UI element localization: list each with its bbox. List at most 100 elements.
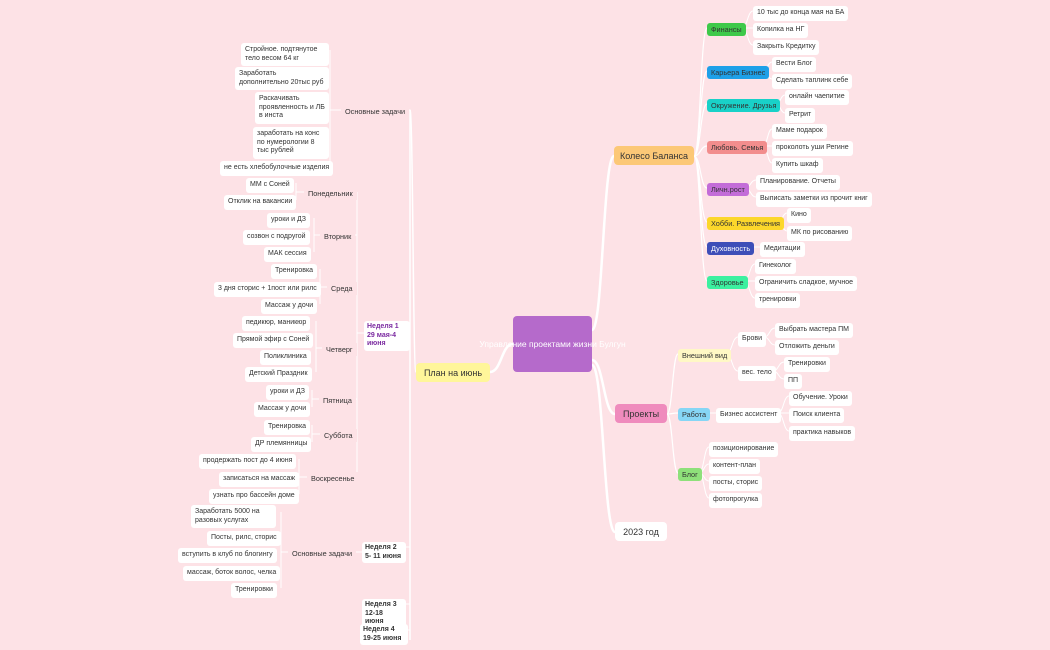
plan-day-chetverg[interactable]: Четверг	[322, 343, 357, 356]
list-item[interactable]: созвон с подругой	[243, 230, 310, 245]
node-label: Отложить деньги	[779, 343, 835, 350]
plan-day-subbota[interactable]: Суббота	[320, 429, 357, 442]
branch-proekty[interactable]: Проекты	[615, 404, 667, 423]
list-item[interactable]: Массаж у дочи	[254, 402, 311, 417]
list-item[interactable]: Выписать заметки из прочит книг	[756, 192, 872, 207]
list-item[interactable]: Поликлиника	[260, 350, 311, 365]
projects-vneshniy-vid[interactable]: Внешний вид	[678, 349, 732, 362]
list-item[interactable]: посты, сторис	[709, 476, 763, 491]
list-item[interactable]: Заработать дополнительно 20тыс руб	[235, 67, 329, 90]
plan-week-3[interactable]: Неделя 3 12-18 июня	[362, 599, 406, 629]
list-item[interactable]: Поиск клиента	[789, 408, 845, 423]
list-item[interactable]: Купить шкаф	[772, 158, 823, 173]
list-item[interactable]: ДР племянницы	[251, 437, 312, 452]
list-item[interactable]: Заработать 5000 на разовых услугах	[191, 505, 276, 528]
koleso-lyubov[interactable]: Любовь. Семья	[707, 141, 768, 154]
plan-week-4[interactable]: Неделя 4 19-25 июня	[360, 624, 408, 645]
list-item[interactable]: Тренировка	[264, 420, 311, 435]
list-item[interactable]: Обучение. Уроки	[789, 391, 852, 406]
koleso-dukhovnost[interactable]: Духовность	[707, 242, 755, 255]
list-item[interactable]: Бизнес ассистент	[716, 408, 782, 423]
central-topic[interactable]: Управление проектами жизни Булгун	[479, 316, 626, 372]
list-item[interactable]: Планирование. Отчеты	[756, 175, 840, 190]
list-item[interactable]: Посты, рилс, сторис	[207, 531, 281, 546]
list-item[interactable]: Отклик на вакансии	[224, 195, 297, 210]
list-item[interactable]: уроки и ДЗ	[267, 213, 310, 228]
list-item[interactable]: Сделать таплинк себе	[772, 74, 853, 89]
list-item[interactable]: педикюр, маникюр	[242, 316, 311, 331]
connector	[666, 353, 679, 415]
list-item[interactable]: Стройное. подтянутое тело весом 64 кг	[241, 43, 329, 66]
list-item[interactable]: Гинеколог	[755, 259, 796, 274]
list-item[interactable]: Брови	[738, 332, 767, 347]
list-item[interactable]: Ограничить сладкое, мучное	[755, 276, 857, 291]
koleso-okruzhenie[interactable]: Окружение. Друзья	[707, 99, 781, 112]
list-item[interactable]: Тренировка	[271, 264, 318, 279]
list-item[interactable]: 3 дня сторис + 1пост или рилс	[214, 282, 321, 297]
list-item[interactable]: МК по рисованию	[787, 226, 853, 241]
projects-rabota[interactable]: Работа	[678, 408, 711, 421]
node-label: вступить в клуб по блогингу	[182, 551, 273, 558]
list-item[interactable]: Ретрит	[785, 108, 816, 123]
list-item[interactable]: вступить в клуб по блогингу	[178, 548, 277, 563]
plan-week2-osnovnye[interactable]: Основные задачи	[288, 547, 357, 560]
koleso-finansy[interactable]: Финансы	[707, 23, 746, 36]
list-item[interactable]: ПП	[784, 374, 803, 389]
list-item[interactable]: Отложить деньги	[775, 340, 839, 355]
plan-day-sreda[interactable]: Среда	[327, 282, 357, 295]
list-item[interactable]: практика навыков	[789, 426, 856, 441]
plan-osnovnye-zadachi[interactable]: Основные задачи	[341, 105, 410, 118]
list-item[interactable]: Закрыть Кредитку	[753, 40, 820, 55]
node-label: узнать про бассейн доме	[213, 492, 295, 499]
list-item[interactable]: МАК сессия	[264, 247, 311, 262]
list-item[interactable]: уроки и ДЗ	[266, 385, 309, 400]
plan-week-2[interactable]: Неделя 2 5- 11 июня	[362, 542, 406, 563]
list-item[interactable]: Прямой эфир с Соней	[233, 333, 314, 348]
list-item[interactable]: тренировки	[755, 293, 801, 308]
list-item[interactable]: контент-план	[709, 459, 760, 474]
koleso-hobbi[interactable]: Хобби. Развлечения	[707, 217, 784, 230]
list-item[interactable]: проколоть уши Регине	[772, 141, 853, 156]
list-item[interactable]: вес. тело	[738, 366, 776, 381]
node-label: созвон с подругой	[247, 233, 306, 240]
plan-week-1[interactable]: Неделя 1 29 мая-4 июня	[364, 321, 410, 351]
plan-day-pyatnica[interactable]: Пятница	[319, 394, 356, 407]
branch-2023-god[interactable]: 2023 год	[615, 522, 667, 541]
list-item[interactable]: Кино	[787, 208, 811, 223]
projects-blog[interactable]: Блог	[678, 468, 702, 481]
list-item[interactable]: Выбрать мастера ПМ	[775, 323, 853, 338]
node-label: Хобби. Развлечения	[711, 219, 780, 228]
list-item[interactable]: ММ с Соней	[246, 178, 294, 193]
koleso-zdorovie[interactable]: Здоровье	[707, 276, 748, 289]
list-item[interactable]: заработать на конс по нумерологии 8 тыс …	[253, 127, 329, 159]
list-item[interactable]: узнать про бассейн доме	[209, 489, 299, 504]
list-item[interactable]: записаться на массаж	[219, 472, 300, 487]
node-label: уроки и ДЗ	[271, 216, 306, 223]
list-item[interactable]: Медитации	[760, 242, 805, 257]
list-item[interactable]: Раскачивать проявленность и ЛБ в инста	[255, 92, 329, 124]
list-item[interactable]: 10 тыс до конца мая на БА	[753, 6, 849, 21]
koleso-lichn-rost[interactable]: Личн.рост	[707, 183, 749, 196]
list-item[interactable]: Вести Блог	[772, 57, 817, 72]
plan-day-voskresenie[interactable]: Воскресенье	[307, 472, 359, 485]
list-item[interactable]: массаж, боток волос, челка	[183, 566, 281, 581]
list-item[interactable]: позиционирование	[709, 442, 779, 457]
list-item[interactable]: Тренировки	[784, 357, 830, 372]
list-item[interactable]: Маме подарок	[772, 124, 827, 139]
list-item[interactable]: Копилка на НГ	[753, 23, 809, 38]
list-item[interactable]: Массаж у дочи	[261, 299, 318, 314]
list-item[interactable]: Детский Праздник	[245, 367, 312, 382]
list-item[interactable]: фотопрогулка	[709, 493, 763, 508]
node-label: Ограничить сладкое, мучное	[759, 279, 853, 286]
branch-koleso-balansa[interactable]: Колесо Баланса	[614, 146, 694, 165]
node-label: Неделя 2 5- 11 июня	[365, 544, 402, 560]
list-item[interactable]: не есть хлебобулочные изделия	[220, 161, 334, 176]
node-label: Тренировка	[275, 267, 314, 274]
plan-day-vtornik[interactable]: Вторник	[320, 230, 356, 243]
koleso-kariera[interactable]: Карьера Бизнес	[707, 66, 770, 79]
list-item[interactable]: онлайн чаепитие	[785, 90, 849, 105]
branch-plan-na-iyun[interactable]: План на июнь	[416, 363, 490, 382]
plan-day-ponedelnik[interactable]: Понедельник	[304, 187, 357, 200]
list-item[interactable]: Тренировки	[231, 583, 277, 598]
list-item[interactable]: продержать пост до 4 июня	[199, 454, 297, 469]
